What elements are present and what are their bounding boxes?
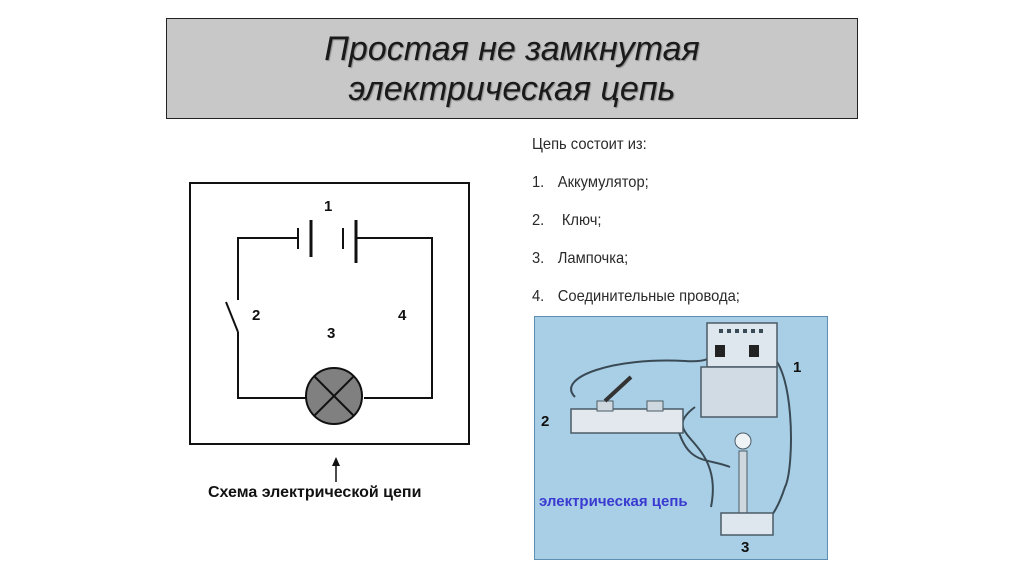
list-item-text: Соединительные провода; xyxy=(557,288,740,305)
title-line-1: Простая не замкнутая xyxy=(324,29,700,68)
list-item-number: 2. xyxy=(532,212,545,229)
photo-label-lamp: 3 xyxy=(741,539,750,556)
list-item-number: 4. xyxy=(532,288,545,305)
photo-lamp xyxy=(720,432,774,536)
title-line-2: электрическая цепь xyxy=(348,69,676,108)
list-item: 4. Соединительные провода; xyxy=(532,288,740,306)
list-item-text: Аккумулятор; xyxy=(557,174,649,191)
list-item-number: 3. xyxy=(532,250,545,267)
switch-symbol xyxy=(225,301,239,333)
schematic-label-switch: 2 xyxy=(252,307,261,324)
schematic-label-wires: 4 xyxy=(398,307,407,324)
photo-switch xyxy=(570,375,684,434)
schematic-frame xyxy=(189,182,470,445)
photo-label-battery: 1 xyxy=(793,359,802,376)
list-item: 1. Аккумулятор; xyxy=(532,174,740,192)
photo-battery xyxy=(700,322,778,418)
schematic-caption: Схема электрической цепи xyxy=(208,484,422,501)
list-item-text: Лампочка; xyxy=(557,250,629,267)
schematic-label-battery: 1 xyxy=(324,198,333,215)
list-item: 3. Лампочка; xyxy=(532,250,740,268)
photo-label: электрическая цепь xyxy=(539,493,688,510)
list-heading: Цепь состоит из: xyxy=(532,136,647,153)
title-box: Простая не замкнутая электрическая цепь xyxy=(166,18,858,119)
battery-symbol xyxy=(297,220,358,263)
arrow-up-icon xyxy=(332,457,340,482)
list-item-number: 1. xyxy=(532,174,545,191)
circuit-photo: электрическая цепь 1 2 3 xyxy=(534,316,828,560)
schematic-wires xyxy=(237,237,433,399)
photo-label-switch: 2 xyxy=(541,413,550,430)
schematic-label-lamp: 3 xyxy=(327,325,336,342)
list-item-text: Ключ; xyxy=(557,212,602,229)
list-item: 2. Ключ; xyxy=(532,212,740,230)
lamp-symbol xyxy=(305,367,363,425)
circuit-photo-drawing xyxy=(570,322,792,536)
component-list: Цепь состоит из: 1. Аккумулятор; 2. Ключ… xyxy=(532,136,740,326)
